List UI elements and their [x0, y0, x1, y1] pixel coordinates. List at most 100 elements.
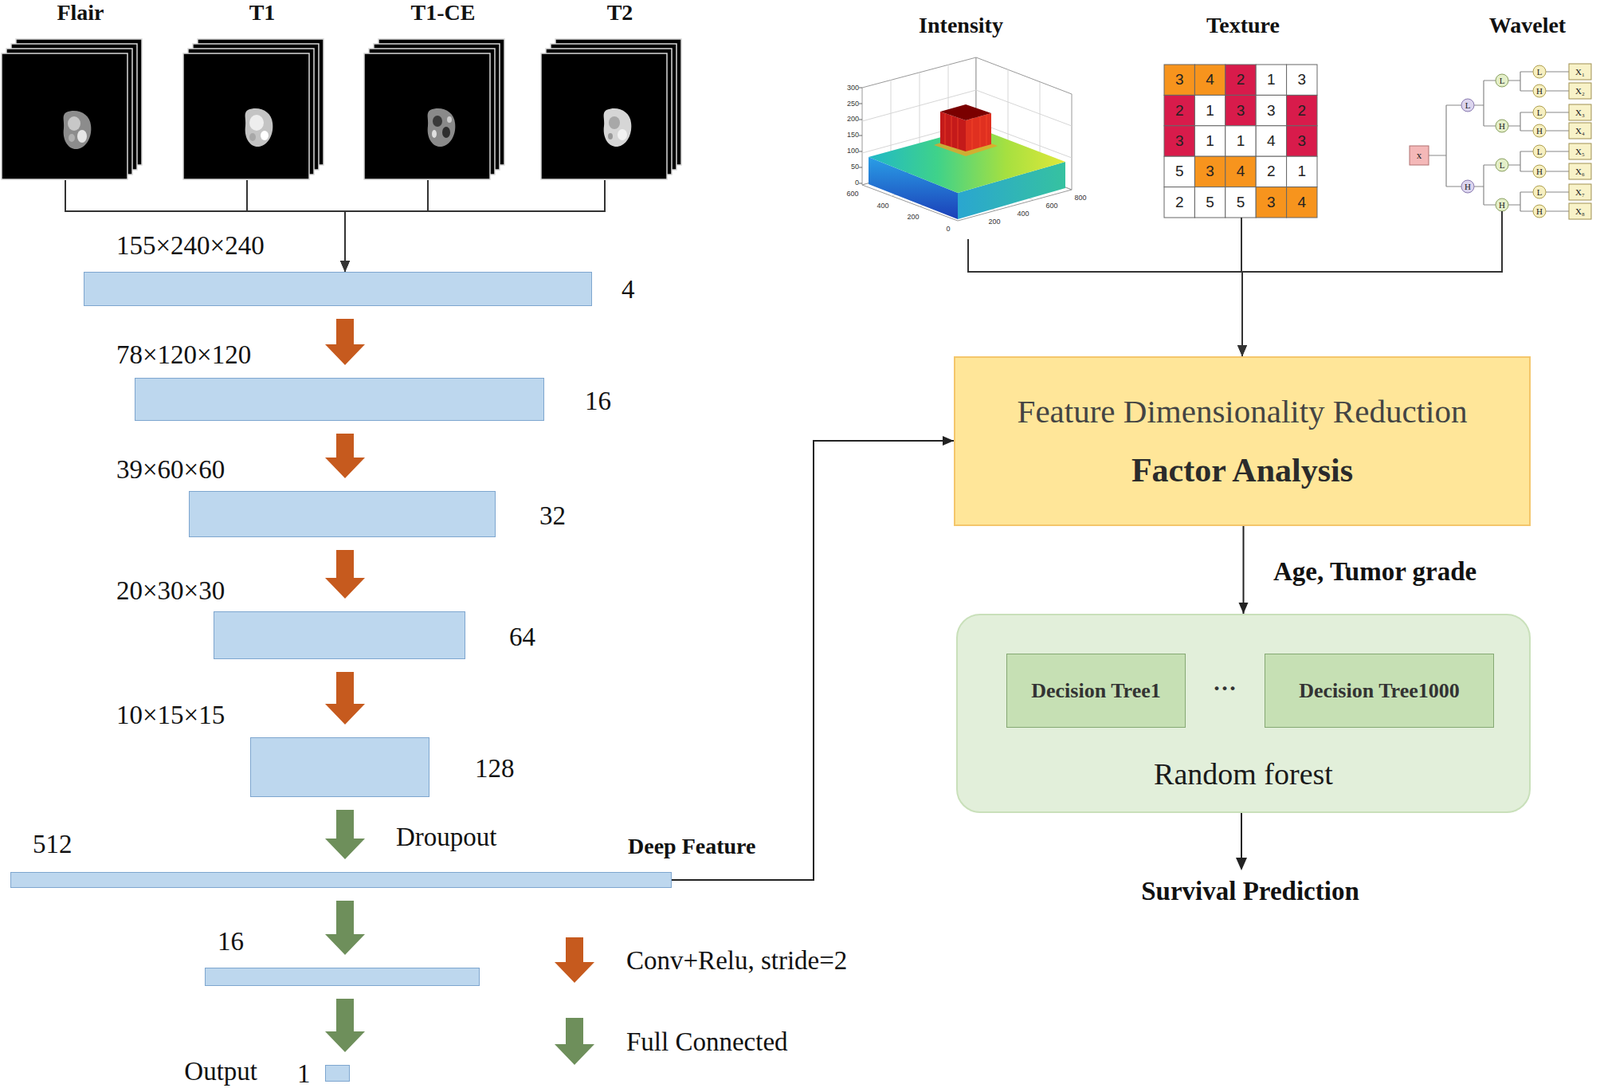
dimension-label: 16: [217, 925, 244, 957]
texture-matrix: [1255, 64, 1287, 95]
table-cell: 1: [1298, 163, 1307, 181]
filter-name: H: [1536, 206, 1543, 216]
signal-name: X₅: [1575, 146, 1585, 157]
node-text: Wavelet: [1431, 12, 1600, 39]
texture-matrix: [1194, 156, 1225, 187]
table-cell: 3: [1266, 193, 1276, 211]
mri-stack: [607, 133, 613, 140]
table-cell: 3: [1298, 133, 1307, 150]
feature-map-bar: 512: [10, 871, 672, 888]
tree-box: Decision Tree1000: [1264, 653, 1495, 728]
texture-matrix: [1225, 94, 1256, 126]
wavelet-tree: [1461, 98, 1475, 193]
mri-stack: [63, 110, 92, 150]
model-box: Random forestDecision Tree1Decision Tree…: [956, 613, 1531, 813]
mri-stack: [364, 39, 505, 180]
connector: [65, 180, 350, 272]
axis-tick: 600: [846, 190, 859, 199]
table-cell: 2: [1298, 101, 1307, 119]
mri-modality: T2: [541, 0, 685, 181]
signal-name: X₁: [1575, 66, 1585, 77]
texture-matrix: [1194, 64, 1225, 95]
intensity-plot: [945, 113, 987, 150]
node-text: T1-CE: [378, 0, 508, 26]
mri-stack: [68, 133, 75, 142]
filter-name: H: [1536, 125, 1543, 136]
wavelet-tree: [1461, 98, 1475, 112]
wavelet-tree: [1568, 143, 1592, 160]
dimension-label: 10×15×15: [116, 699, 225, 730]
texture-matrix: [1164, 187, 1195, 218]
filter-name: H: [1536, 86, 1543, 96]
texture-matrix: [1225, 64, 1256, 95]
table-cell: 4: [1205, 71, 1215, 89]
legend-text: Conv+Relu, stride=2: [626, 945, 848, 976]
arrowhead: [1239, 602, 1249, 614]
mri-stack: [245, 108, 274, 147]
signal-name: X₈: [1575, 206, 1585, 216]
wavelet-tree: [1568, 82, 1592, 99]
arrowhead: [340, 260, 350, 272]
texture-matrix: [1225, 156, 1256, 187]
texture-matrix: [1164, 125, 1195, 157]
intensity-plot: [858, 57, 1072, 221]
connector-line: [968, 239, 1243, 357]
mri-stack: [617, 129, 628, 141]
axis-tick: 250: [847, 100, 859, 109]
wavelet-tree: [1533, 105, 1546, 119]
axis-tick: 200: [988, 218, 1000, 227]
texture-matrix: [1255, 94, 1287, 126]
mri-stack: [67, 116, 81, 131]
wavelet-tree: [1495, 158, 1509, 172]
mri-stack: [608, 116, 620, 130]
wavelet-tree: [1495, 74, 1509, 212]
channel-count: 32: [539, 500, 566, 531]
mri-stack: [249, 114, 264, 131]
mri-modality: T1: [183, 0, 327, 181]
table-cell: 2: [1236, 71, 1246, 89]
node-text: T1: [197, 0, 327, 26]
mri-stack: [432, 115, 443, 127]
block-arrow: [325, 998, 365, 1052]
filter-name: L: [1499, 160, 1506, 170]
arrowhead: [340, 260, 350, 272]
mri-stack: [260, 130, 269, 141]
wavelet-tree: [1533, 84, 1546, 98]
wavelet-tree: [1568, 184, 1592, 200]
arrowhead: [1237, 345, 1248, 357]
wavelet-tree: [1568, 163, 1592, 180]
legend-arrow: [554, 937, 595, 1065]
block-arrow: [325, 671, 365, 725]
table-cell: 1: [1205, 133, 1215, 150]
node-text: Intensity: [865, 12, 1057, 39]
channel-count: 64: [509, 621, 536, 652]
texture-matrix: [1164, 94, 1195, 126]
dimension-label: 20×30×30: [116, 575, 225, 606]
mri-stack: [603, 108, 632, 147]
dimension-label: 39×60×60: [116, 454, 225, 485]
wavelet-tree: [1568, 203, 1592, 220]
wavelet-tree: [1533, 65, 1546, 79]
texture-matrix: [1286, 125, 1318, 157]
mri-stack: [447, 116, 452, 123]
texture-matrix: [1255, 125, 1287, 157]
mri-stack: [249, 133, 256, 142]
texture-matrix: [1164, 156, 1195, 187]
signal-name: X₃: [1575, 107, 1585, 118]
wavelet-tree: [1409, 145, 1429, 165]
connector-line: [1243, 525, 1245, 614]
filter-name: H: [1536, 166, 1543, 177]
filter-name: H: [1464, 181, 1471, 192]
intensity-plot: [858, 87, 863, 184]
process-box: Feature Dimensionality ReductionFactor A…: [953, 356, 1531, 526]
filter-name: L: [1499, 75, 1506, 86]
dimension-label: 512: [32, 828, 73, 859]
dimension-label: Output: [184, 1055, 258, 1087]
block-arrow: [325, 433, 365, 479]
mri-stack: [427, 108, 456, 147]
node-text: T2: [555, 0, 685, 26]
table-cell: 2: [1266, 163, 1276, 181]
connector-line: [345, 180, 428, 272]
